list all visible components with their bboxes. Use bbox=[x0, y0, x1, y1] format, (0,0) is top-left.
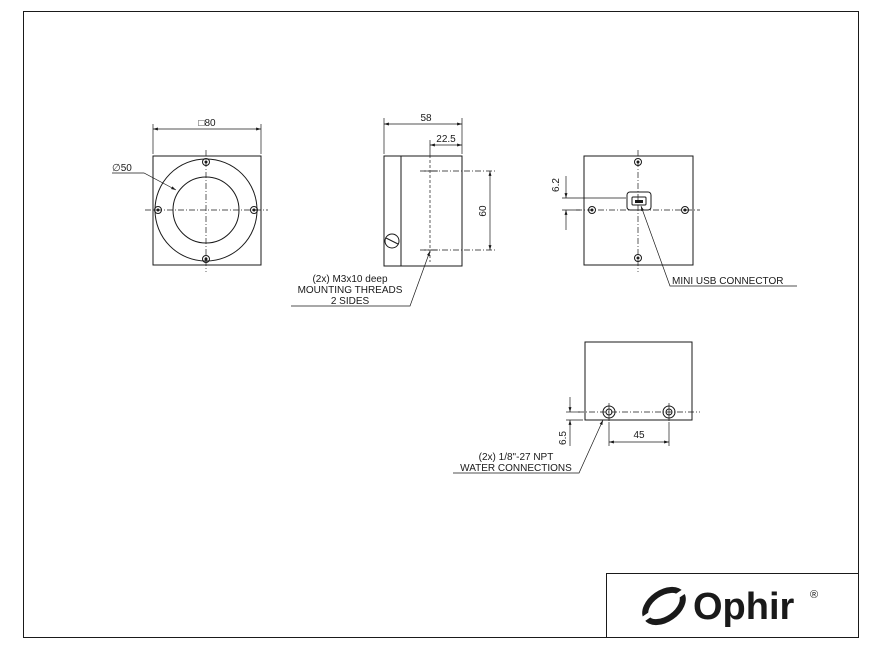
logo-box: Ophir ® bbox=[606, 573, 859, 638]
usb-leader bbox=[640, 205, 797, 287]
side-height-label: 60 bbox=[478, 205, 489, 217]
mounting-note-line2: MOUNTING THREADS bbox=[298, 285, 403, 296]
front-view: □80 ∅50 bbox=[112, 118, 268, 272]
front-diameter-leader bbox=[112, 172, 177, 191]
bottom-view: 6.5 45 (2x) 1/8"-27 NPT WATER CONNECTION… bbox=[453, 341, 700, 474]
side-view-knob bbox=[384, 233, 400, 249]
rear-usb-offset-label: 6.2 bbox=[551, 178, 562, 192]
bottom-spacing-label: 45 bbox=[633, 430, 645, 441]
water-note-line1: (2x) 1/8"-27 NPT bbox=[479, 452, 554, 463]
water-note-line2: WATER CONNECTIONS bbox=[460, 463, 572, 474]
side-view: 58 22.5 60 (2x) M3x10 deep MOUNTING THRE… bbox=[291, 113, 495, 307]
bottom-view-body bbox=[584, 341, 693, 421]
mounting-threads-leader bbox=[291, 250, 431, 307]
water-connection-2 bbox=[662, 403, 676, 421]
ophir-swoosh-icon bbox=[640, 586, 688, 626]
ophir-logo-text: Ophir bbox=[693, 586, 795, 628]
usb-note: MINI USB CONNECTOR bbox=[672, 276, 784, 287]
front-width-label: □80 bbox=[198, 118, 216, 129]
rear-view-body bbox=[583, 155, 694, 266]
registered-mark: ® bbox=[810, 589, 818, 601]
mounting-note-line3: 2 SIDES bbox=[331, 296, 370, 307]
mounting-note-line1: (2x) M3x10 deep bbox=[312, 274, 387, 285]
front-view-body bbox=[152, 155, 262, 266]
rear-view-screws bbox=[588, 158, 689, 262]
side-offset-label: 22.5 bbox=[436, 134, 456, 145]
mini-usb-connector bbox=[626, 191, 652, 211]
front-view-screws bbox=[154, 158, 258, 263]
drawing-border bbox=[23, 11, 859, 638]
water-connection-1 bbox=[602, 403, 616, 421]
water-connections-leader bbox=[453, 419, 604, 474]
bottom-offset-label: 6.5 bbox=[558, 431, 569, 445]
front-diameter-label: ∅50 bbox=[112, 163, 132, 174]
rear-view: 6.2 MINI USB CONNECTOR bbox=[551, 150, 797, 287]
side-view-body bbox=[383, 155, 463, 267]
side-depth-label: 58 bbox=[420, 113, 432, 124]
